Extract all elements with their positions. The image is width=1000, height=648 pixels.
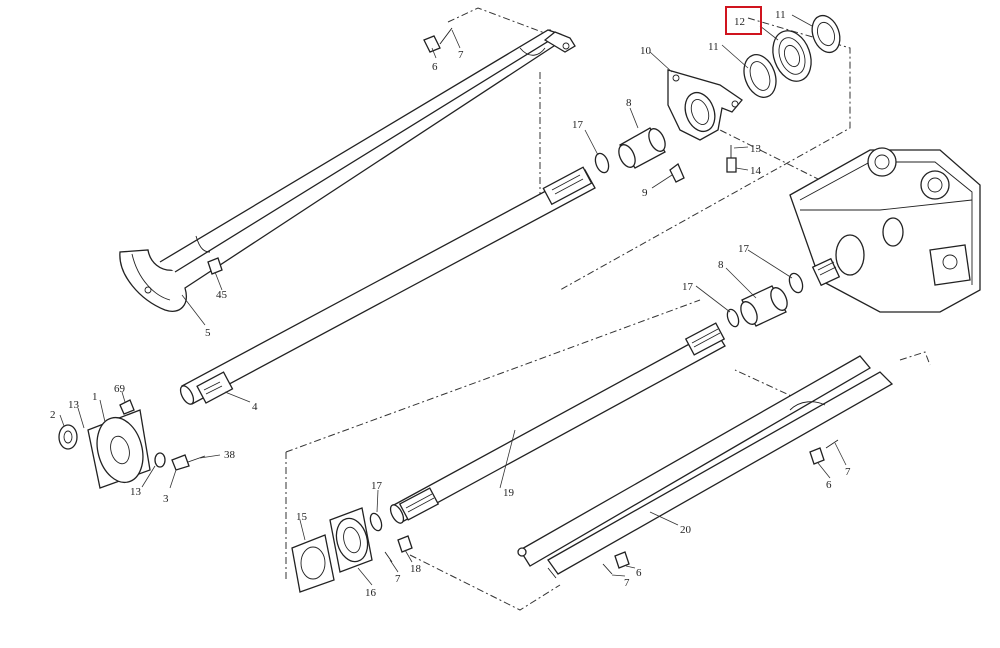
callout-label: 5	[205, 327, 211, 339]
flange-hub	[58, 409, 166, 489]
leader-lines	[59, 14, 847, 586]
lower-axle-housing	[517, 355, 894, 579]
upper-axle-housing	[119, 29, 576, 312]
upper-bushing-group	[594, 127, 666, 174]
callout-label: 13	[68, 399, 80, 411]
callout-label: 69	[114, 383, 126, 395]
lower-bushing-group	[726, 272, 804, 328]
gearbox-housing	[789, 147, 981, 313]
lower-drive-shaft	[389, 322, 726, 524]
callout-label: 17	[572, 119, 584, 131]
callout-label: 7	[458, 49, 464, 61]
callout-label: 13	[130, 486, 142, 498]
callout-label: 15	[296, 511, 308, 523]
callout-labels: 6 7 10 11 12 11 8 17 13 14 9 45 5 4 69 1…	[50, 9, 851, 599]
callout-label: 17	[682, 281, 694, 293]
upper-drive-shaft	[179, 166, 596, 405]
callout-label: 19	[503, 487, 515, 499]
callout-label: 45	[216, 289, 228, 301]
callout-label: 3	[163, 493, 169, 505]
callout-label: 7	[624, 577, 630, 589]
fasteners	[119, 27, 839, 575]
callout-label: 11	[708, 41, 719, 53]
callout-label: 8	[718, 259, 724, 271]
seal-bearing-stack	[743, 14, 841, 98]
callout-label: 7	[845, 466, 851, 478]
callout-label: 6	[432, 61, 438, 73]
callout-label: 1	[92, 391, 98, 403]
callout-label: 6	[826, 479, 832, 491]
lower-flange-gasket	[291, 507, 383, 593]
bearing-housing	[667, 69, 743, 141]
callout-label: 38	[224, 449, 236, 461]
callout-label: 17	[738, 243, 750, 255]
callout-label: 14	[750, 165, 762, 177]
callout-label: 6	[636, 567, 642, 579]
callout-label: 20	[680, 524, 692, 536]
callout-label: 7	[395, 573, 401, 585]
callout-label: 16	[365, 587, 377, 599]
callout-label-highlighted: 12	[734, 16, 745, 28]
callout-label: 4	[252, 401, 258, 413]
callout-label: 9	[642, 187, 648, 199]
callout-label: 18	[410, 563, 422, 575]
callout-label: 11	[775, 9, 786, 21]
highlight-box-callout-12	[725, 6, 762, 35]
callout-label: 17	[371, 480, 383, 492]
callout-label: 13	[750, 143, 762, 155]
callout-label: 10	[640, 45, 652, 57]
callout-label: 8	[626, 97, 632, 109]
callout-label: 2	[50, 409, 56, 421]
